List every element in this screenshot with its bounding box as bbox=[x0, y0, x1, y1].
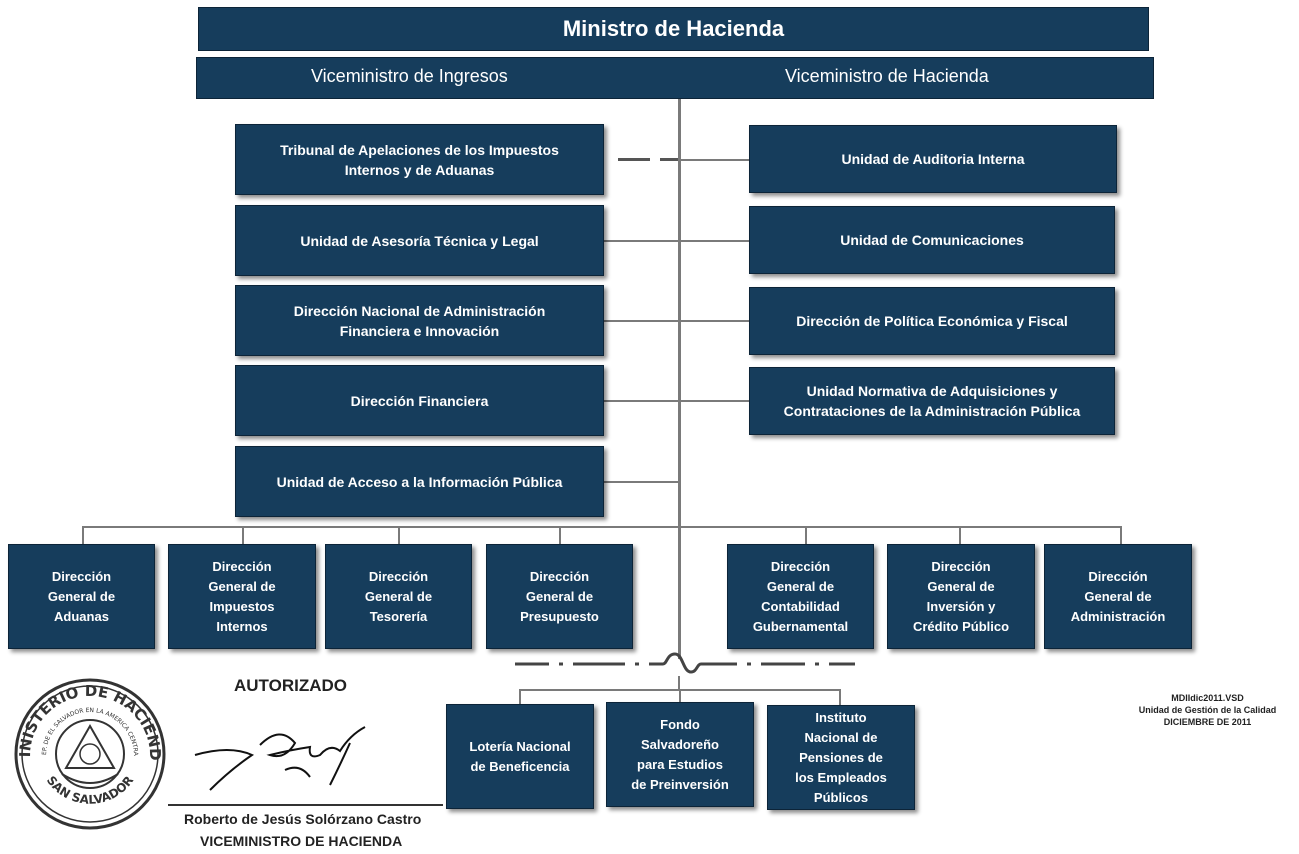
dash-dot-separator bbox=[515, 652, 855, 674]
dir-drop bbox=[82, 526, 84, 544]
dir-drop bbox=[805, 526, 807, 544]
ministry-seal: MINISTERIO DE HACIENDA REP. DE EL SALVAD… bbox=[10, 674, 166, 830]
unit-label: Unidad Normativa de Adquisiciones y Cont… bbox=[783, 383, 1081, 419]
main-vertical-line bbox=[678, 99, 681, 659]
unit-tribunal-apelaciones[interactable]: Tribunal de Apelaciones de los Impuestos… bbox=[235, 124, 604, 195]
directorate-inversion-credito-publico[interactable]: Dirección General de Inversión y Crédito… bbox=[887, 544, 1035, 649]
unit-direccion-financiera[interactable]: Dirección Financiera bbox=[235, 365, 604, 436]
seal-bottom-text: SAN SALVADOR bbox=[44, 773, 136, 807]
unit-label: Unidad de Comunicaciones bbox=[840, 232, 1024, 248]
unit-asesoria-tecnica-legal[interactable]: Unidad de Asesoría Técnica y Legal bbox=[235, 205, 604, 276]
aff-drop bbox=[519, 689, 521, 704]
unit-auditoria-interna[interactable]: Unidad de Auditoria Interna bbox=[749, 125, 1117, 193]
directorate-label: Dirección General de Tesorería bbox=[364, 568, 433, 624]
directorate-label: Dirección General de Impuestos Internos bbox=[208, 558, 276, 634]
unit-politica-economica-fiscal[interactable]: Dirección de Política Económica y Fiscal bbox=[749, 287, 1115, 355]
dir-drop bbox=[959, 526, 961, 544]
unit-label: Dirección Financiera bbox=[350, 392, 489, 409]
connector-row4 bbox=[603, 400, 749, 402]
unit-label: Unidad de Acceso a la Información Públic… bbox=[276, 473, 563, 490]
vice-hacienda-label[interactable]: Viceministro de Hacienda bbox=[785, 66, 989, 86]
connector-row1 bbox=[681, 159, 749, 161]
aff-drop bbox=[679, 689, 681, 703]
affiliate-label: Lotería Nacional de Beneficencia bbox=[469, 738, 571, 774]
directorate-label: Dirección General de Contabilidad Gubern… bbox=[752, 558, 849, 634]
unit-direccion-nacional-administracion[interactable]: Dirección Nacional de Administración Fin… bbox=[235, 285, 604, 356]
svg-text:MINISTERIO DE HACIENDA: MINISTERIO DE HACIENDA bbox=[10, 674, 164, 761]
affiliate-instituto-pensiones[interactable]: Instituto Nacional de Pensiones de los E… bbox=[767, 705, 915, 810]
dir-drop bbox=[398, 526, 400, 544]
signer-name: Roberto de Jesús Solórzano Castro bbox=[184, 811, 422, 827]
seal-top-text: MINISTERIO DE HACIENDA bbox=[10, 674, 164, 761]
vice-ingresos-label[interactable]: Viceministro de Ingresos bbox=[311, 66, 508, 86]
directorate-contabilidad-gubernamental[interactable]: Dirección General de Contabilidad Gubern… bbox=[727, 544, 874, 649]
minister-box[interactable]: Ministro de Hacienda bbox=[198, 7, 1149, 51]
directorate-label: Dirección General de Aduanas bbox=[47, 568, 116, 624]
directorates-bus bbox=[82, 526, 1122, 528]
affiliate-drop-main bbox=[678, 676, 680, 690]
unit-comunicaciones[interactable]: Unidad de Comunicaciones bbox=[749, 206, 1115, 274]
affiliate-label: Fondo Salvadoreño para Estudios de Prein… bbox=[631, 716, 729, 792]
unit-label: Dirección Nacional de Administración Fin… bbox=[293, 302, 546, 339]
directorate-label: Dirección General de Administración bbox=[1070, 568, 1166, 624]
directorate-aduanas[interactable]: Dirección General de Aduanas bbox=[8, 544, 155, 649]
unit-label: Unidad de Auditoria Interna bbox=[841, 151, 1025, 167]
affiliate-label: Instituto Nacional de Pensiones de los E… bbox=[795, 709, 887, 805]
minister-title: Ministro de Hacienda bbox=[562, 16, 785, 41]
affiliate-loteria-nacional[interactable]: Lotería Nacional de Beneficencia bbox=[446, 704, 594, 809]
unit-acceso-informacion[interactable]: Unidad de Acceso a la Información Públic… bbox=[235, 446, 604, 517]
unit-label: Unidad de Asesoría Técnica y Legal bbox=[300, 232, 539, 249]
directorate-label: Dirección General de Presupuesto bbox=[520, 568, 599, 624]
directorate-presupuesto[interactable]: Dirección General de Presupuesto bbox=[486, 544, 633, 649]
aff-drop bbox=[839, 689, 841, 705]
signer-title: VICEMINISTRO DE HACIENDA bbox=[200, 833, 403, 849]
authorized-label: AUTORIZADO bbox=[234, 676, 348, 695]
connector-row5 bbox=[603, 481, 679, 483]
signature-line bbox=[168, 804, 443, 806]
directorate-tesoreria[interactable]: Dirección General de Tesorería bbox=[325, 544, 472, 649]
connector-row1-dashed bbox=[618, 158, 650, 161]
connector-row2 bbox=[603, 240, 749, 242]
unit-label: Tribunal de Apelaciones de los Impuestos… bbox=[280, 141, 559, 178]
dir-drop bbox=[1120, 526, 1122, 544]
unit-normativa-adquisiciones[interactable]: Unidad Normativa de Adquisiciones y Cont… bbox=[749, 367, 1115, 435]
connector-row3 bbox=[603, 320, 749, 322]
directorate-impuestos-internos[interactable]: Dirección General de Impuestos Internos bbox=[168, 544, 316, 649]
document-metadata: MDIIdic2011.VSD Unidad de Gestión de la … bbox=[1138, 693, 1277, 727]
signature bbox=[194, 726, 366, 791]
unit-label: Dirección de Política Económica y Fiscal bbox=[796, 313, 1068, 329]
directorate-label: Dirección General de Inversión y Crédito… bbox=[912, 558, 1010, 634]
dir-drop bbox=[559, 526, 561, 544]
connector-row1-dashed bbox=[660, 158, 678, 161]
svg-text:SAN SALVADOR: SAN SALVADOR bbox=[44, 773, 136, 807]
dir-drop bbox=[242, 526, 244, 544]
directorate-administracion[interactable]: Dirección General de Administración bbox=[1044, 544, 1192, 649]
vice-ministers-bar: Viceministro de Ingresos Viceministro de… bbox=[196, 57, 1154, 99]
affiliate-fondo-preinversion[interactable]: Fondo Salvadoreño para Estudios de Prein… bbox=[606, 702, 754, 807]
